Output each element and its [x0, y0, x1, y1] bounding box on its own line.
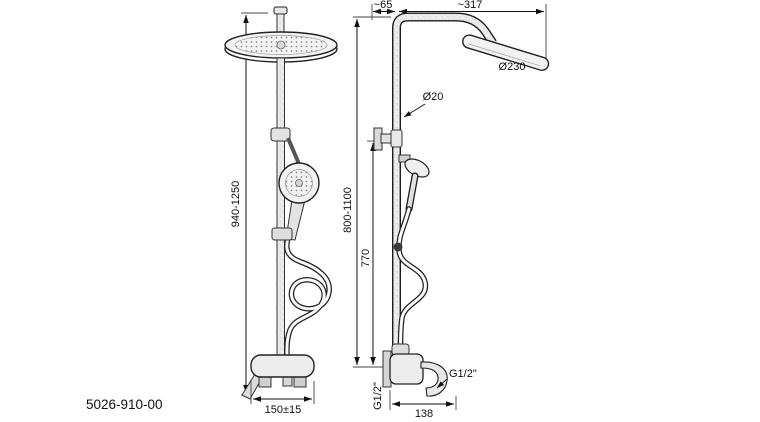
mixer-hose-outlet-front	[282, 376, 293, 387]
front-width-label: 150±15	[265, 404, 302, 416]
outlet-thread-label: G1/2"	[449, 368, 477, 380]
riser-pipe-front	[276, 57, 285, 359]
side-height-label: 800-1100	[342, 187, 354, 233]
head-diameter-label: Ø230	[499, 61, 526, 73]
inlet-thread-label: G1/2"	[372, 382, 384, 410]
mixer-body-front	[250, 354, 315, 378]
shower-hose-front	[284, 235, 332, 369]
slider-clamp-front	[271, 227, 293, 241]
wall-bracket-side	[373, 127, 403, 151]
pipe-diameter-label: Ø20	[423, 91, 444, 103]
side-lower-height-label: 770	[360, 249, 372, 267]
hand-shower-front	[278, 162, 320, 241]
hose-guide-ring	[393, 242, 403, 252]
arm-reach-dimension: ~317	[399, 0, 547, 58]
hand-shower-hook-front	[286, 137, 301, 165]
front-height-label: 940-1250	[230, 181, 242, 228]
product-code: 5026-910-00	[86, 397, 163, 412]
front-view: 940-1250	[224, 6, 338, 416]
side-lower-height-dimension: 770	[360, 140, 383, 365]
mixer-side	[382, 343, 448, 397]
base-depth-label: 138	[415, 408, 433, 420]
hand-shower-side	[398, 154, 430, 213]
upper-bracket-front	[270, 127, 291, 142]
rain-shower-head-side	[462, 34, 550, 71]
front-height-dimension: 940-1250	[230, 12, 268, 396]
mixer-front	[241, 354, 315, 400]
shower-hose-side	[396, 206, 429, 359]
hand-shower-holder-side	[398, 154, 411, 163]
wall-offset-label: ~65	[374, 0, 393, 11]
side-view: ~65 ~317 800-1100 770	[342, 0, 550, 420]
side-height-dimension: 800-1100	[342, 16, 391, 368]
mixer-spout-side	[420, 361, 448, 397]
front-width-dimension: 150±15	[250, 381, 315, 416]
arm-reach-label: ~317	[458, 0, 483, 11]
riser-pipe-side	[392, 12, 497, 360]
top-cap	[273, 6, 288, 15]
outlet-thread-callout: G1/2"	[436, 368, 477, 389]
mixer-body-side	[389, 353, 424, 385]
pipe-diameter-callout: Ø20	[403, 91, 444, 118]
rain-shower-head-front	[224, 31, 338, 63]
base-depth-dimension: 138	[389, 390, 457, 420]
